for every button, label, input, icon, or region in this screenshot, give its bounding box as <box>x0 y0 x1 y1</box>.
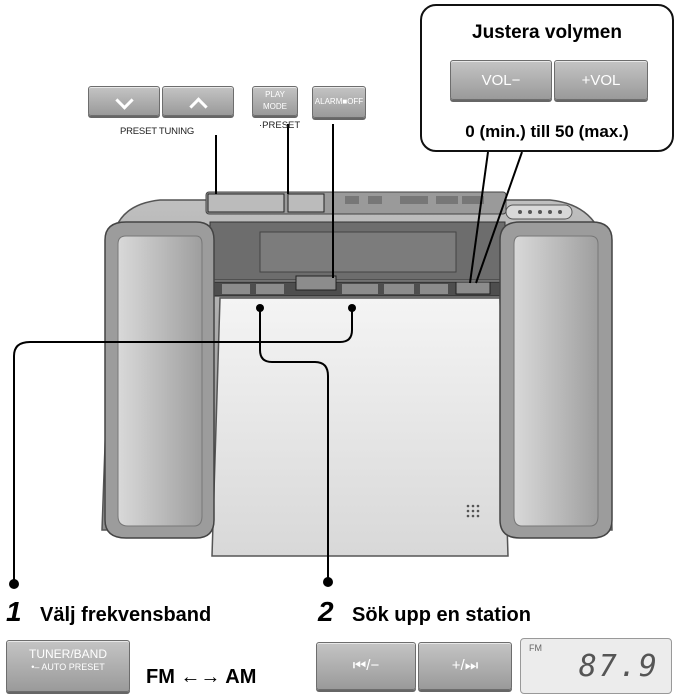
vol-down-label: VOL− <box>481 72 521 89</box>
prev-tune-button[interactable]: ⏮/− <box>316 642 416 690</box>
volume-range-text: 0 (min.) till 50 (max.) <box>465 122 629 141</box>
preset-sublabel: ·PRESET <box>259 120 301 131</box>
leader-lines <box>13 124 523 582</box>
vol-up-label: +VOL <box>581 72 621 89</box>
prev-tune-label: ⏮/− <box>352 657 380 674</box>
display-band: FM <box>529 643 542 653</box>
band-toggle-text: FM ←→ AM <box>146 666 257 688</box>
preset-tuning-label: PRESET TUNING <box>120 126 195 137</box>
preset-up-button[interactable] <box>162 86 234 116</box>
front-display-panel <box>209 221 506 297</box>
left-speaker <box>104 221 215 539</box>
right-speaker <box>499 221 613 539</box>
vol-down-button[interactable]: VOL− <box>450 60 552 100</box>
auto-preset-label: •– AUTO PRESET <box>31 662 105 672</box>
tuner-band-button[interactable]: TUNER/BAND •– AUTO PRESET <box>6 640 130 692</box>
chevron-down-icon <box>114 91 134 110</box>
chevron-up-icon <box>188 97 208 116</box>
tuner-band-label: TUNER/BAND <box>28 647 107 661</box>
tuner-display: FM 87.9 <box>520 638 672 694</box>
leader-dot-step2 <box>323 577 333 587</box>
next-tune-button[interactable]: +/⏭ <box>418 642 512 690</box>
alarm-off-label: ALARM■OFF <box>314 97 364 106</box>
step-2-text: Sök upp en station <box>352 604 531 626</box>
next-tune-label: +/⏭ <box>451 657 479 674</box>
step-1-text: Välj frekvensband <box>40 604 212 626</box>
leader-dot-step1 <box>9 579 19 589</box>
leader-dot-step1-top <box>348 304 356 312</box>
preset-down-button[interactable] <box>88 86 160 116</box>
volume-callout: Justera volymen VOL− +VOL 0 (min.) till … <box>420 4 674 152</box>
display-frequency: 87.9 <box>578 649 659 684</box>
step-2-number: 2 <box>318 596 334 627</box>
cd-lid <box>211 297 509 557</box>
step-1-number: 1 <box>6 596 22 627</box>
play-mode-button[interactable]: PLAY MODE <box>252 86 298 116</box>
vol-up-button[interactable]: +VOL <box>554 60 648 100</box>
step-1-heading: 1 Välj frekvensband <box>6 596 211 628</box>
play-mode-label: PLAY MODE <box>263 90 287 111</box>
alarm-off-button[interactable]: ALARM■OFF <box>312 86 366 118</box>
leader-dot-step2-top <box>256 304 264 312</box>
step-2-heading: 2 Sök upp en station <box>318 596 531 628</box>
volume-callout-title: Justera volymen <box>472 22 622 43</box>
